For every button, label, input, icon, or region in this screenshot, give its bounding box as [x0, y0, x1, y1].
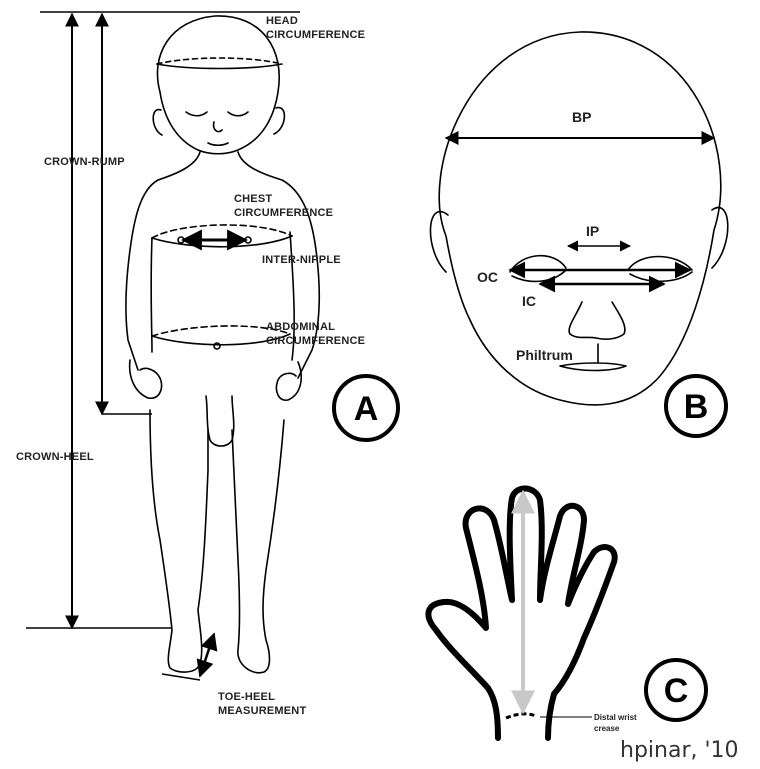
- label-bp: BP: [572, 109, 591, 125]
- label-distal-wrist: Distal wrist: [594, 713, 637, 722]
- label-head-circumference: CIRCUMFERENCE: [266, 29, 365, 41]
- badge-a: A: [334, 376, 398, 440]
- label-crown-heel: CROWN-HEEL: [16, 451, 94, 463]
- infant-left-hand: [130, 360, 162, 398]
- label-head: HEAD: [266, 15, 298, 27]
- infant-right-hand: [276, 362, 301, 400]
- infant-mouth: [208, 143, 228, 145]
- label-crease: crease: [594, 724, 620, 733]
- face-right-ear: [712, 208, 728, 268]
- panel-c-labels: Distal wrist crease: [594, 713, 637, 733]
- label-ip: IP: [586, 223, 599, 239]
- label-abdominal: ABDOMINAL: [266, 321, 335, 333]
- badge-b-letter: B: [684, 388, 709, 426]
- panel-a-labels: HEAD CIRCUMFERENCE CROWN-RUMP CHEST CIRC…: [16, 15, 365, 717]
- label-oc: OC: [477, 269, 498, 285]
- infant-eyes: [186, 112, 248, 116]
- panel-c-hand: [428, 488, 614, 738]
- face-nose: [569, 302, 625, 339]
- face-left-ear: [430, 212, 448, 272]
- badge-c-letter: C: [664, 672, 689, 710]
- infant-right-ear: [274, 108, 284, 134]
- infant-head-outline: [157, 16, 279, 154]
- panel-b-face: [430, 32, 727, 405]
- label-ic: IC: [522, 293, 536, 309]
- infant-left-ear: [153, 110, 162, 135]
- label-abdominal-circumference: CIRCUMFERENCE: [266, 335, 365, 347]
- infant-left-leg: [150, 410, 208, 672]
- infant-nose: [214, 122, 222, 132]
- panel-b-labels: BP IP OC IC Philtrum: [477, 109, 599, 363]
- infant-genitals: [206, 396, 234, 446]
- panel-a-measurements: [26, 12, 300, 680]
- badge-c: C: [646, 660, 706, 720]
- label-inter-nipple: INTER-NIPPLE: [262, 254, 341, 266]
- infant-navel: [214, 343, 220, 349]
- face-mouth: [560, 363, 626, 371]
- label-toe-heel: TOE-HEEL: [218, 691, 275, 703]
- label-toe-heel-measurement: MEASUREMENT: [218, 705, 306, 717]
- label-chest: CHEST: [234, 193, 272, 205]
- infant-right-leg: [232, 420, 284, 673]
- distal-wrist-crease: [506, 714, 536, 718]
- badge-b: B: [666, 376, 726, 436]
- head-circumference-band: [157, 58, 282, 64]
- label-chest-circumference: CIRCUMFERENCE: [234, 207, 333, 219]
- face-left-eye: [510, 256, 566, 282]
- face-outline: [439, 32, 721, 405]
- label-crown-rump: CROWN-RUMP: [44, 156, 125, 168]
- label-philtrum: Philtrum: [516, 347, 573, 363]
- chest-circumference-band: [152, 225, 292, 238]
- author-signature: hpinar, '10: [620, 738, 739, 763]
- badge-a-letter: A: [354, 390, 379, 428]
- panel-b-measurements: [446, 138, 714, 284]
